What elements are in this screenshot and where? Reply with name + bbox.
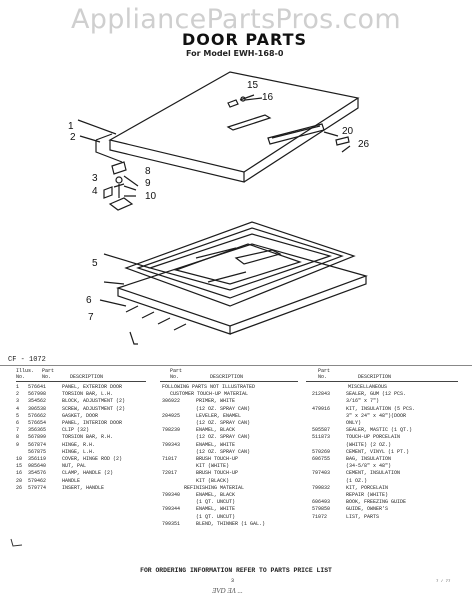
callout-7: 7	[88, 312, 94, 323]
left-table-header: Illus.Part No.No.DESCRIPTION	[16, 368, 104, 380]
right-table-header: Part No.DESCRIPTION	[318, 368, 392, 380]
callout-8: 8	[145, 166, 151, 177]
middle-parts-table: FOLLOWING PARTS NOT ILLUSTRATED CUSTOMER…	[162, 384, 266, 527]
door-handle	[267, 123, 325, 145]
callout-26: 26	[358, 139, 370, 150]
hinge-rod-cover	[108, 197, 134, 211]
callout-6: 6	[86, 295, 92, 306]
callout-15: 15	[247, 80, 259, 91]
watermark-text: AppliancePartsPros.com	[71, 4, 401, 35]
handwritten-scrawl: ƎVD ƎΛ ...	[212, 587, 243, 595]
callout-10: 10	[145, 191, 157, 202]
corner-mark: 7 / 77	[436, 580, 451, 584]
middle-table-header: Part No.DESCRIPTION	[170, 368, 244, 380]
callout-4: 4	[92, 186, 98, 197]
figure-id: CF - 1072	[8, 356, 46, 364]
callout-3: 3	[92, 173, 98, 184]
handle-insert	[335, 136, 350, 146]
page-number: 3	[231, 578, 235, 584]
callout-2: 2	[70, 132, 76, 143]
door-gasket	[124, 221, 356, 307]
callout-1: 1	[68, 121, 74, 132]
ordering-footer: FOR ORDERING INFORMATION REFER TO PARTS …	[140, 567, 332, 574]
callout-5: 5	[92, 258, 98, 269]
exploded-door-diagram	[77, 71, 368, 345]
divider	[0, 365, 472, 366]
exterior-door-panel	[108, 71, 360, 173]
page-subtitle: For Model EWH-168-0	[186, 49, 284, 58]
callout-16: 16	[262, 92, 274, 103]
callout-9: 9	[145, 178, 151, 189]
page-title: DOOR PARTS	[182, 30, 308, 49]
torsion-bar-lh	[95, 140, 123, 163]
scan-mark	[10, 538, 23, 547]
callout-20: 20	[342, 126, 354, 137]
section-heading: REFINISHING MATERIAL	[184, 484, 245, 491]
